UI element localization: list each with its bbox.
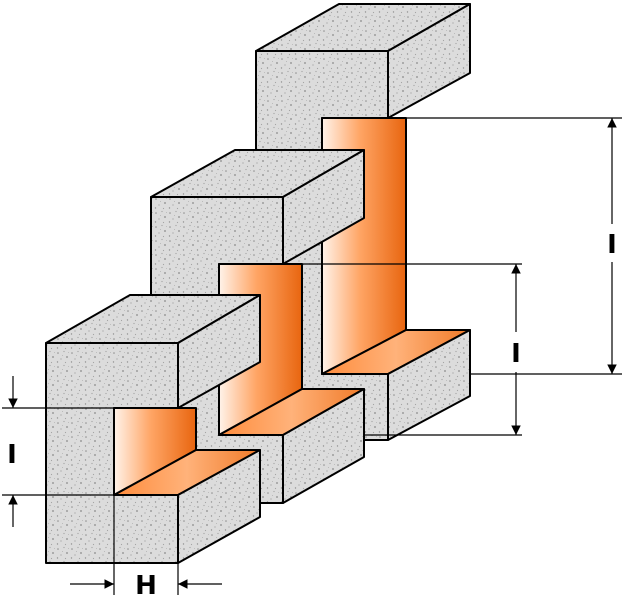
dim-right-label: I	[607, 230, 617, 260]
block-front	[45, 294, 261, 564]
dimensions	[2, 117, 622, 595]
block-back-lower-right-face	[387, 329, 471, 441]
dim-left-label: I	[7, 440, 17, 470]
block-front-lower-right-face	[177, 449, 261, 564]
block-middle-lower-right-face	[282, 388, 365, 504]
dim-width-label: H	[135, 571, 157, 600]
dim-middle-label: I	[511, 339, 521, 369]
